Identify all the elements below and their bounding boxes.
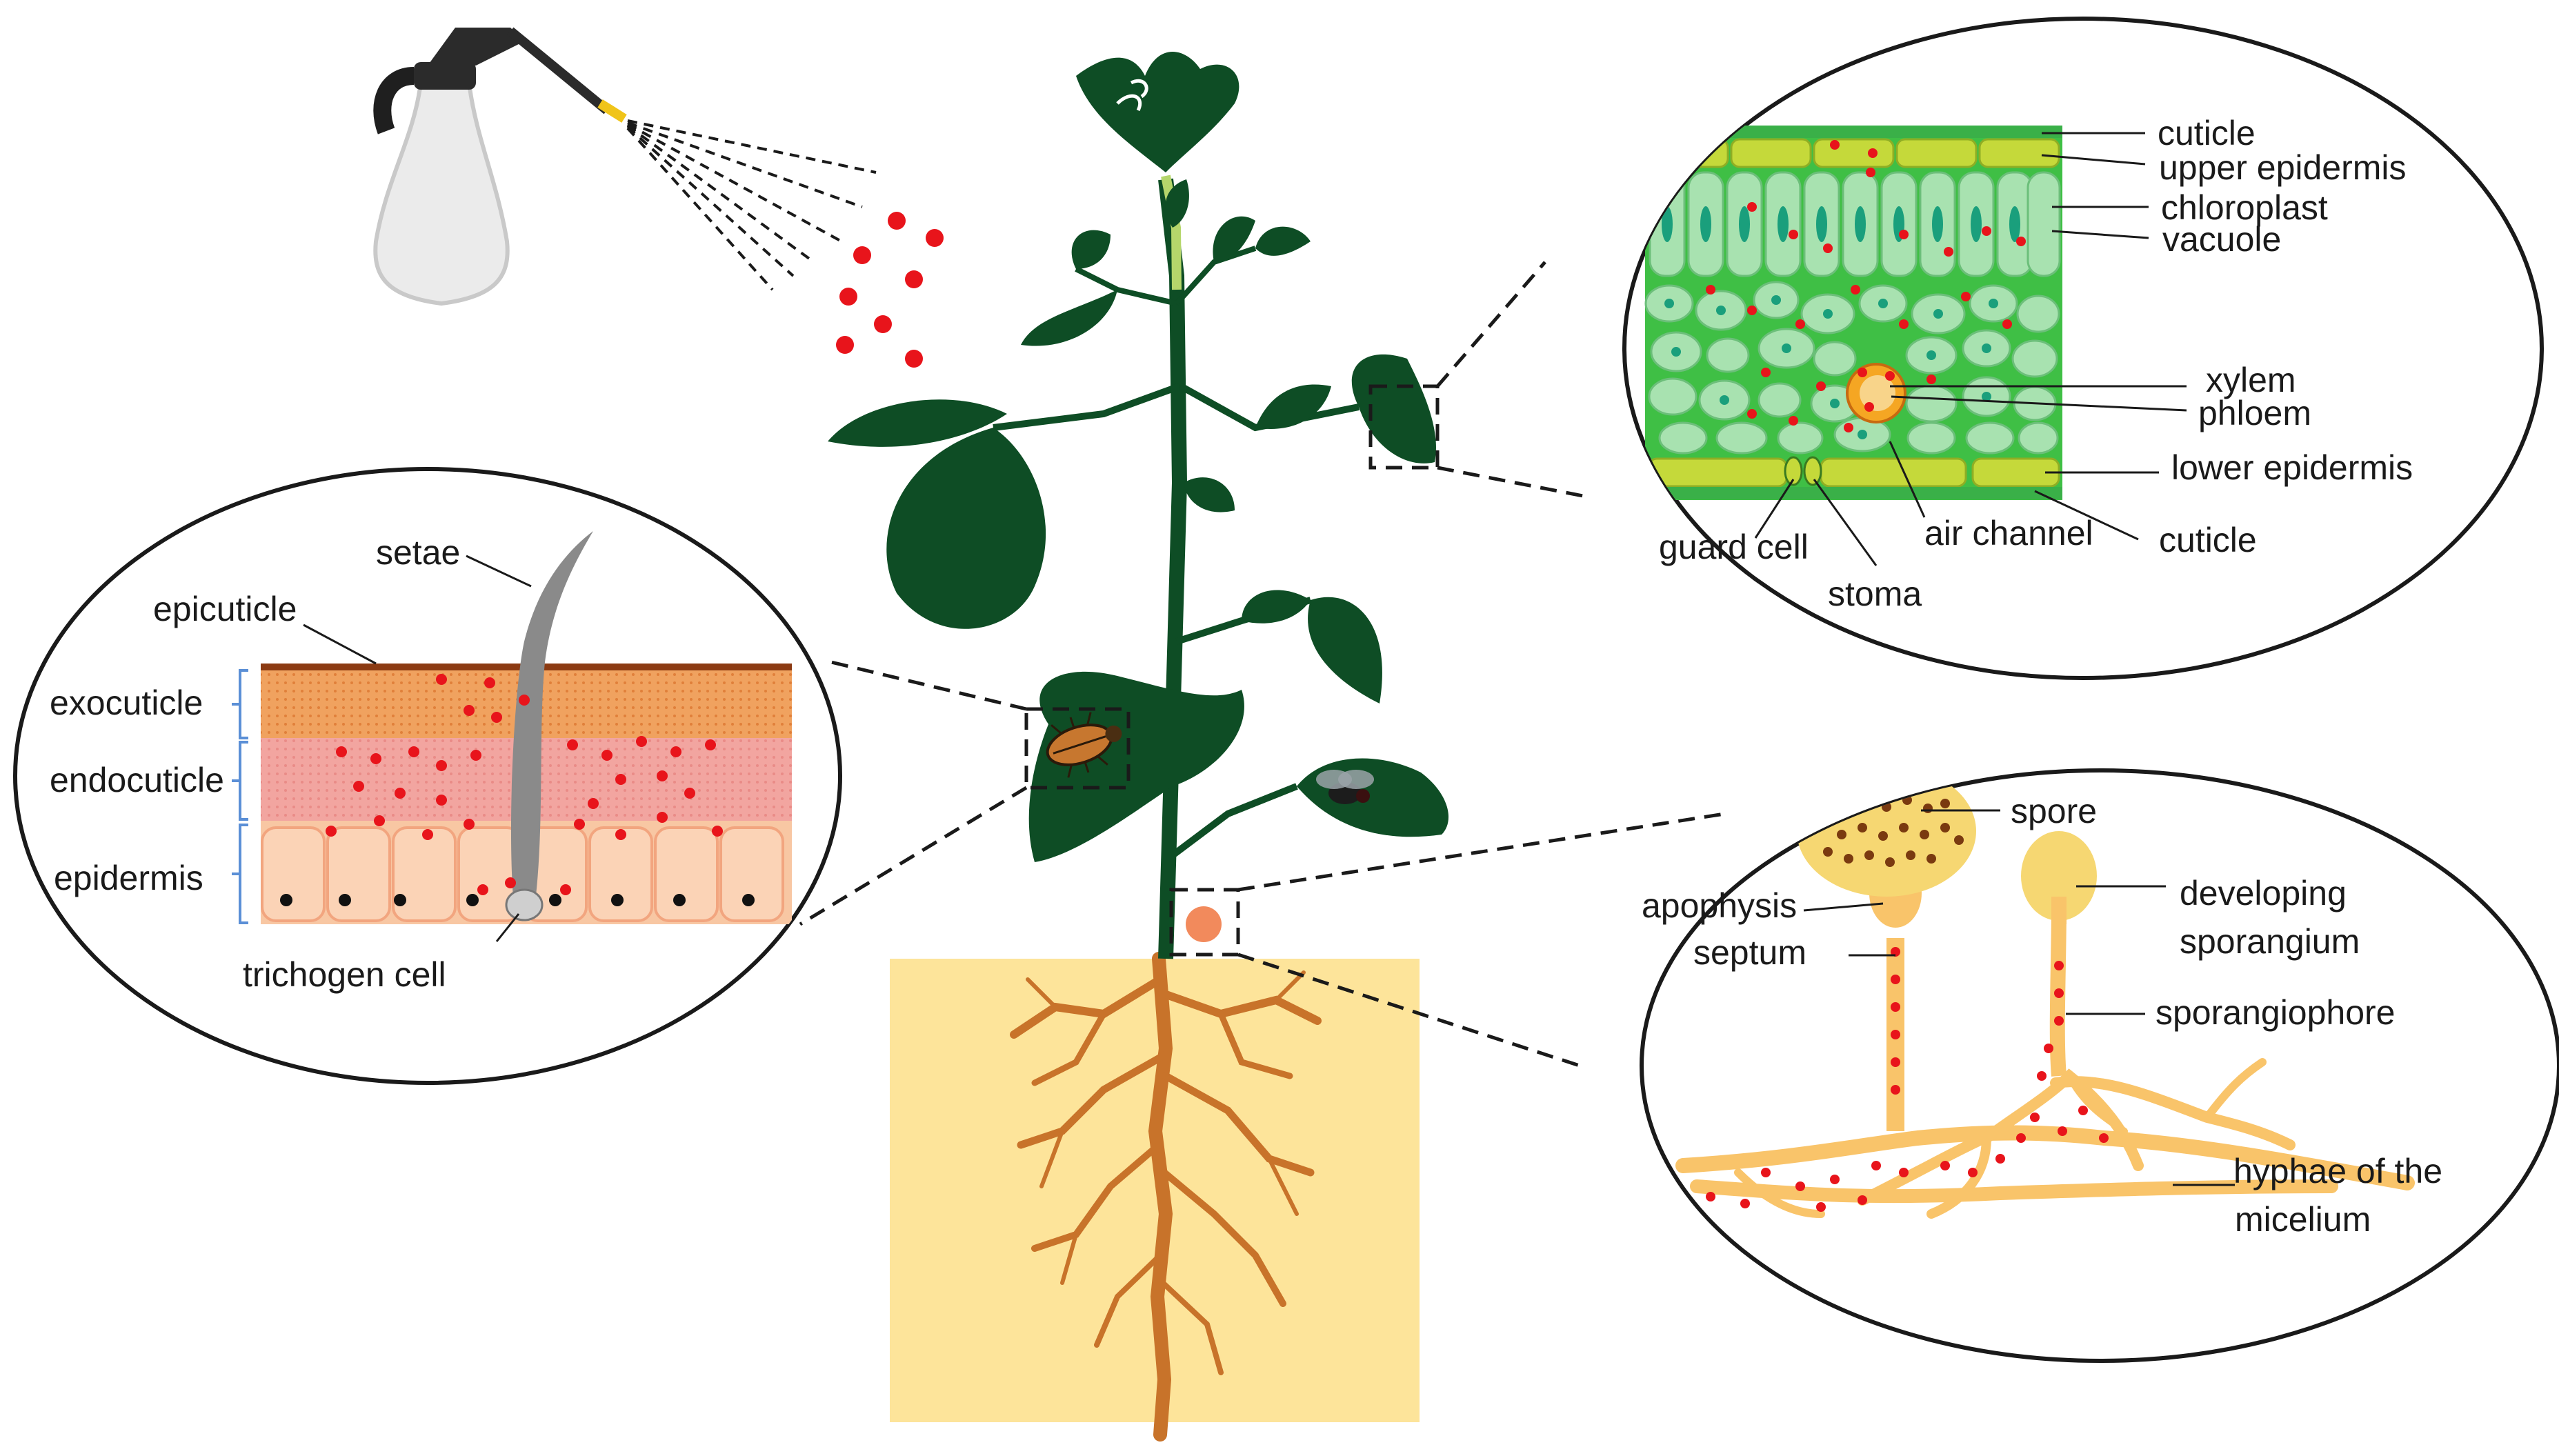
lower-epidermis-band xyxy=(1649,459,2059,486)
label-developing: developing xyxy=(2180,874,2347,913)
label-septum: septum xyxy=(1693,933,1806,972)
zoom-connectors xyxy=(800,262,1724,1066)
spray-droplets xyxy=(836,212,944,368)
label-spore: spore xyxy=(2011,792,2097,830)
upper-epidermis-band xyxy=(1649,139,2059,167)
label-upper-epidermis: upper epidermis xyxy=(2159,148,2407,187)
label-endocuticle: endocuticle xyxy=(50,761,224,799)
cuticle-top-band xyxy=(1645,126,2062,138)
soil-block xyxy=(890,959,1420,1422)
label-setae: setae xyxy=(376,533,460,572)
leaf-right-wavy xyxy=(1352,355,1436,463)
trichogen-cell-shape xyxy=(506,890,542,920)
fungus-site xyxy=(1186,906,1222,942)
spray-mist xyxy=(628,121,876,290)
label-phloem: phloem xyxy=(2198,394,2311,432)
insect-cuticle-panel: setae epicuticle exocuticle endocuticle … xyxy=(15,469,840,1083)
label-sporangium: sporangium xyxy=(2180,922,2360,961)
spray-bottle-icon xyxy=(375,28,624,303)
label-epicuticle: epicuticle xyxy=(153,590,297,628)
label-air-channel: air channel xyxy=(1924,514,2093,552)
leaf-with-fly xyxy=(1297,759,1448,837)
label-trichogen-cell: trichogen cell xyxy=(243,955,446,994)
plant xyxy=(828,52,1448,959)
leaf-right-mid xyxy=(1308,597,1382,704)
label-cuticle-bottom: cuticle xyxy=(2159,521,2257,559)
label-apophysis: apophysis xyxy=(1642,886,1797,925)
label-lower-epidermis: lower epidermis xyxy=(2171,448,2413,487)
leaf-left-large xyxy=(886,428,1046,629)
label-hyphae-of-the: hyphae of the xyxy=(2233,1152,2442,1190)
cuticle-bottom-band xyxy=(1645,487,2062,499)
label-cuticle-top: cuticle xyxy=(2158,114,2256,152)
label-sporangiophore: sporangiophore xyxy=(2155,993,2396,1032)
label-epidermis: epidermis xyxy=(54,859,203,897)
fungus-panel: spore apophysis septum developing sporan… xyxy=(1642,766,2559,1361)
main-stem xyxy=(1166,179,1179,959)
leaf-section-panel: cuticle upper epidermis chloroplast vacu… xyxy=(1624,19,2542,678)
label-stoma: stoma xyxy=(1828,575,1922,613)
label-micelium: micelium xyxy=(2235,1200,2371,1239)
leaf-with-beetle xyxy=(1029,672,1244,862)
label-vacuole: vacuole xyxy=(2162,220,2281,259)
label-guard-cell: guard cell xyxy=(1659,528,1809,566)
label-exocuticle: exocuticle xyxy=(50,684,203,722)
flower-icon xyxy=(1076,52,1239,172)
